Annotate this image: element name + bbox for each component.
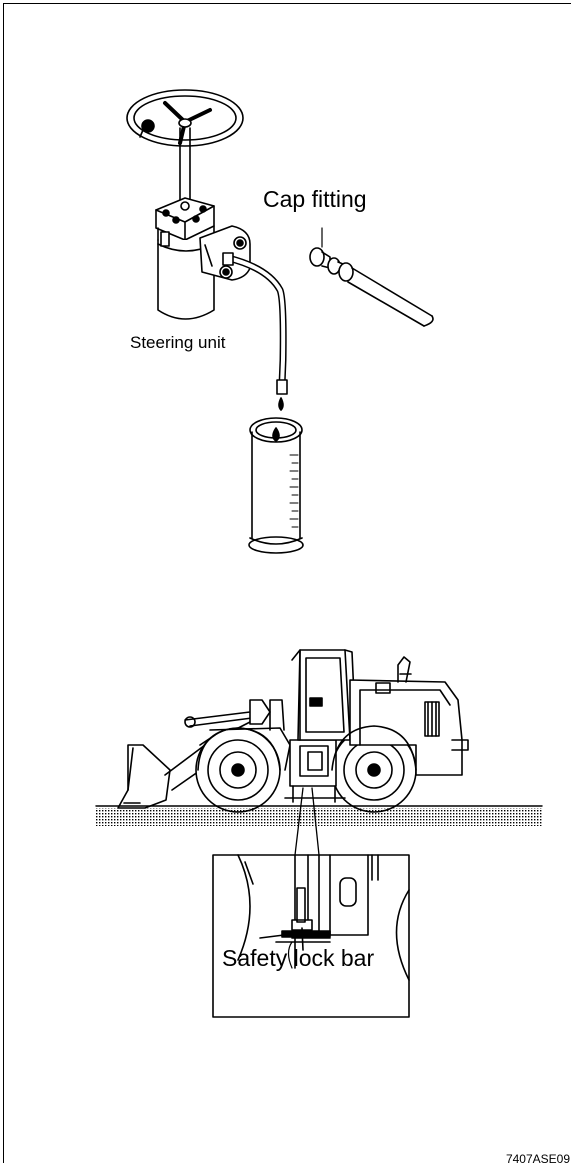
lock-bar-leader bbox=[287, 941, 293, 969]
exhaust bbox=[397, 656, 411, 683]
hose-line bbox=[347, 267, 433, 327]
callout-lines bbox=[294, 787, 320, 856]
steering-unit-label: Steering unit bbox=[130, 333, 226, 352]
cap-fitting-label: Cap fitting bbox=[263, 186, 367, 212]
safety-lock-bar-label: Safety lock bar bbox=[222, 945, 375, 971]
steering-unit-body bbox=[157, 239, 215, 320]
ground-hatch bbox=[96, 808, 542, 826]
figure-code: 7407ASE09 bbox=[505, 1152, 570, 1166]
rear-body bbox=[349, 679, 463, 776]
bucket bbox=[117, 744, 171, 809]
figure-frame bbox=[3, 3, 571, 1163]
steering-unit-drawing bbox=[126, 89, 288, 442]
cap-fitting-drawing bbox=[309, 227, 434, 327]
wheel-loader-drawing bbox=[117, 649, 469, 813]
safety-lock-bar-part bbox=[281, 930, 331, 938]
detail-box bbox=[212, 854, 410, 1018]
steering-column bbox=[179, 127, 191, 201]
measuring-cylinder bbox=[248, 417, 304, 554]
steering-wheel-rim bbox=[126, 89, 244, 147]
